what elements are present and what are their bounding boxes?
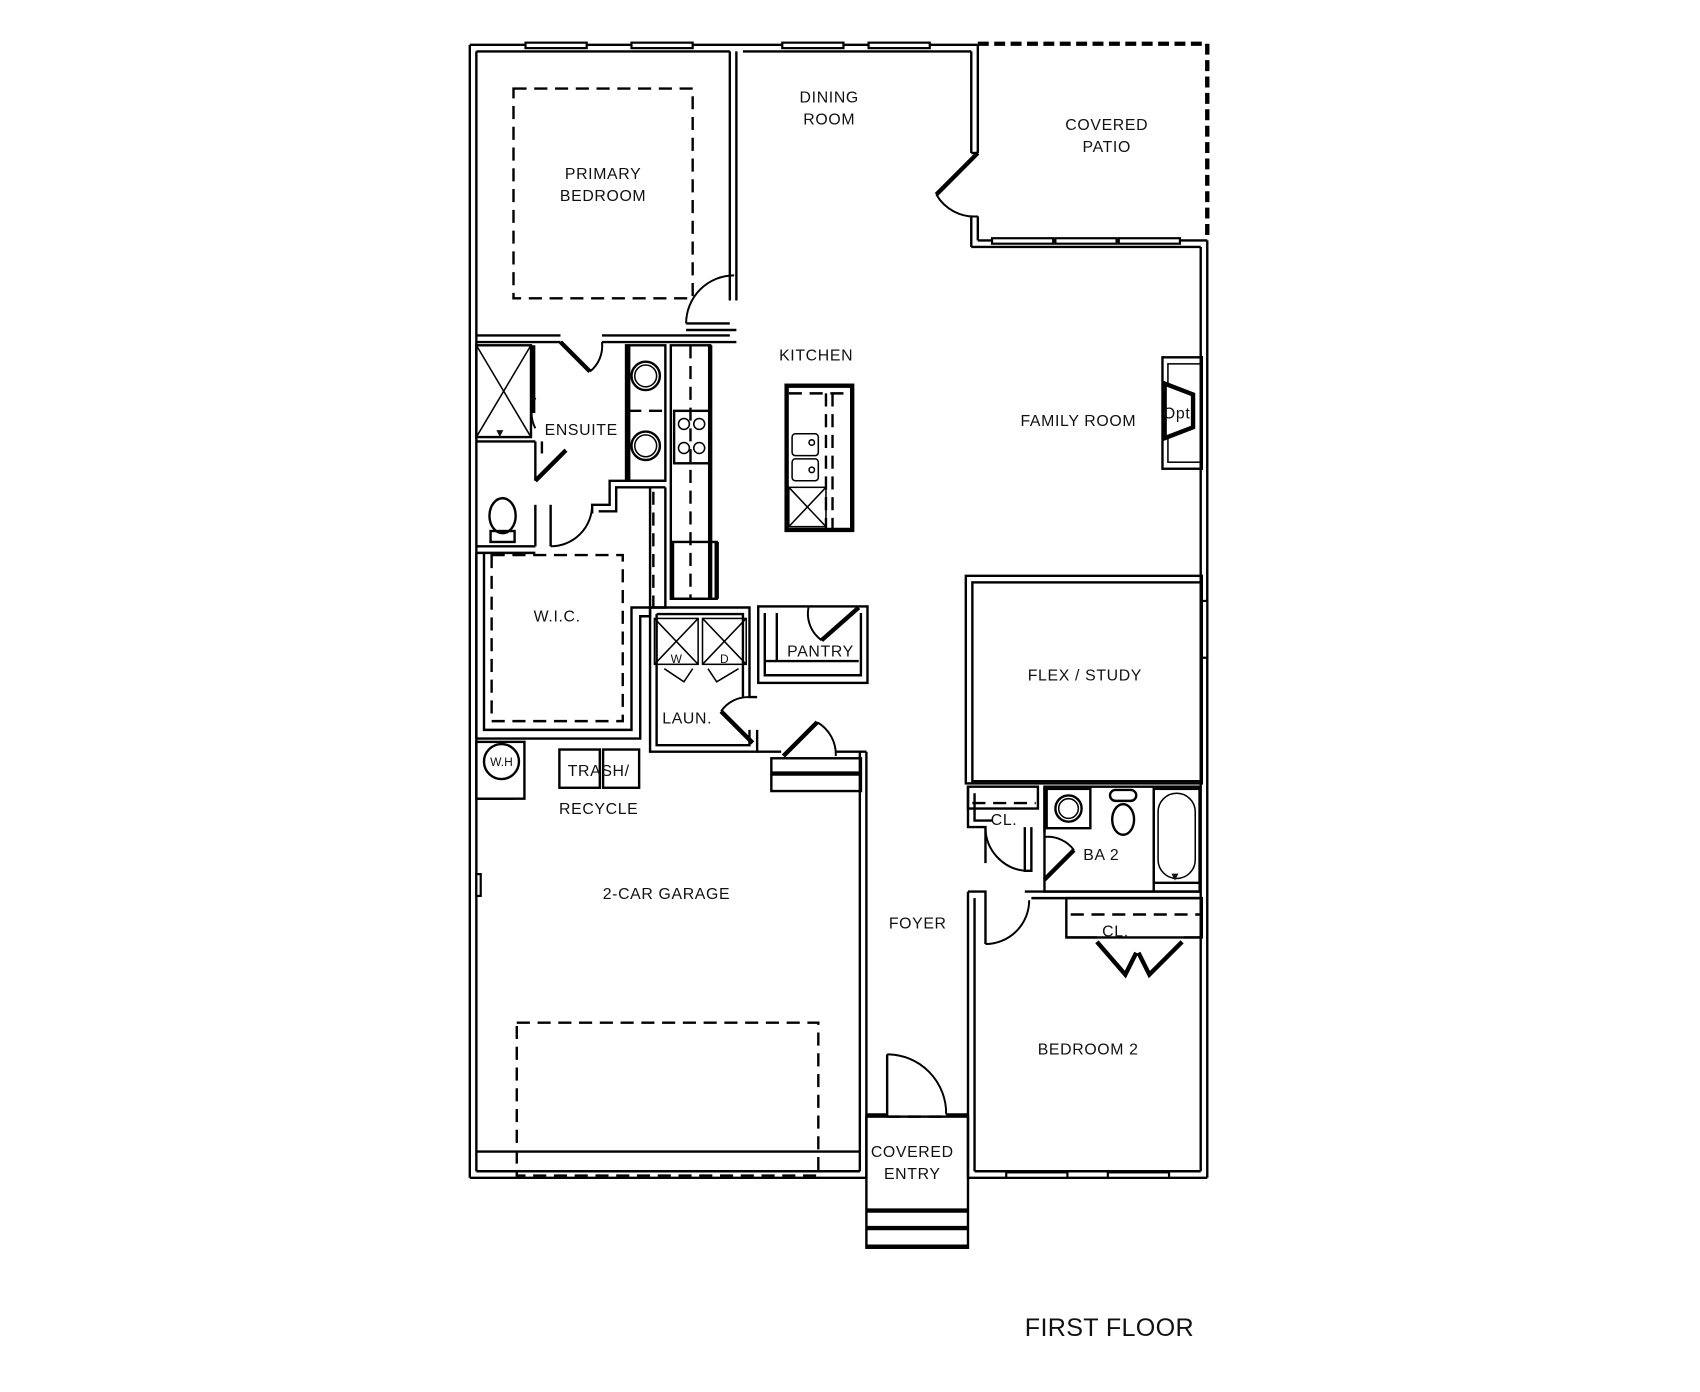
garage: W.H TRASH/ RECYCLE 2-CAR GARAGE [475,740,860,1177]
tub-faucet-icon: ▼ [1169,870,1181,884]
room-label-family-room: FAMILY ROOM [1020,413,1136,430]
fireplace-option-label: Opt [1163,405,1190,422]
patio-door [934,151,980,218]
room-label-patio: COVERED [1065,117,1148,134]
room-label-garage: 2-CAR GARAGE [603,886,730,903]
family-room: Opt FAMILY ROOM [1020,356,1204,470]
windows [475,41,1209,1179]
kitchen-counters: KITCHEN [669,344,855,600]
dryer-label: D [720,652,729,666]
room-label-bath-2: BA 2 [1083,847,1119,864]
foyer: FOYER [866,916,968,1118]
room-label-primary-bedroom: PRIMARY [565,166,641,183]
room-label-closet-2: CL. [1102,923,1129,940]
room-label-flex-study: FLEX / STUDY [1028,668,1142,685]
laundry: W D LAUN. [648,606,759,753]
trash-recycle-label-line2: RECYCLE [559,801,638,818]
room-label-dining-line2: ROOM [803,112,855,129]
floor-title: FIRST FLOOR [1025,1314,1194,1342]
water-heater-label: W.H [490,755,513,769]
shower-head-icon: ▼ [494,426,506,440]
walk-in-closet: W.I.C. [475,487,667,740]
room-label-laundry: LAUN. [662,710,712,727]
room-label-wic: W.I.C. [534,609,581,626]
washer-label: W [671,652,683,666]
room-label-ensuite: ENSUITE [545,422,618,439]
primary-bedroom: PRIMARY BEDROOM [476,87,737,374]
covered-patio: COVERED PATIO [1065,117,1148,156]
room-label-pantry: PANTRY [787,644,854,661]
room-label-dining: DINING [800,90,859,107]
bath-2-and-closet: ▼ CL. BA 2 [966,785,1201,893]
room-label-covered-entry: COVERED [871,1144,954,1161]
room-label-foyer: FOYER [889,916,947,933]
trash-recycle-label: TRASH/ [568,763,630,780]
room-label-patio-line2: PATIO [1083,139,1131,156]
flex-study: FLEX / STUDY [964,574,1204,785]
room-label-closet-1: CL. [991,812,1018,829]
pantry: PANTRY [757,605,869,685]
room-label-kitchen: KITCHEN [779,348,853,365]
covered-entry: COVERED ENTRY [865,1115,970,1249]
covered-patio-outline [977,41,1210,241]
ensuite: ▼ ENSUITE [475,344,667,555]
dining-room: DINING ROOM [800,90,859,129]
bedroom-2: CL. BEDROOM 2 [966,890,1204,1178]
room-label-primary-bedroom-line2: BEDROOM [560,188,646,205]
room-label-bedroom-2: BEDROOM 2 [1038,1041,1139,1058]
garage-door-to-house [757,720,868,1178]
room-label-covered-entry-line2: ENTRY [884,1166,941,1183]
